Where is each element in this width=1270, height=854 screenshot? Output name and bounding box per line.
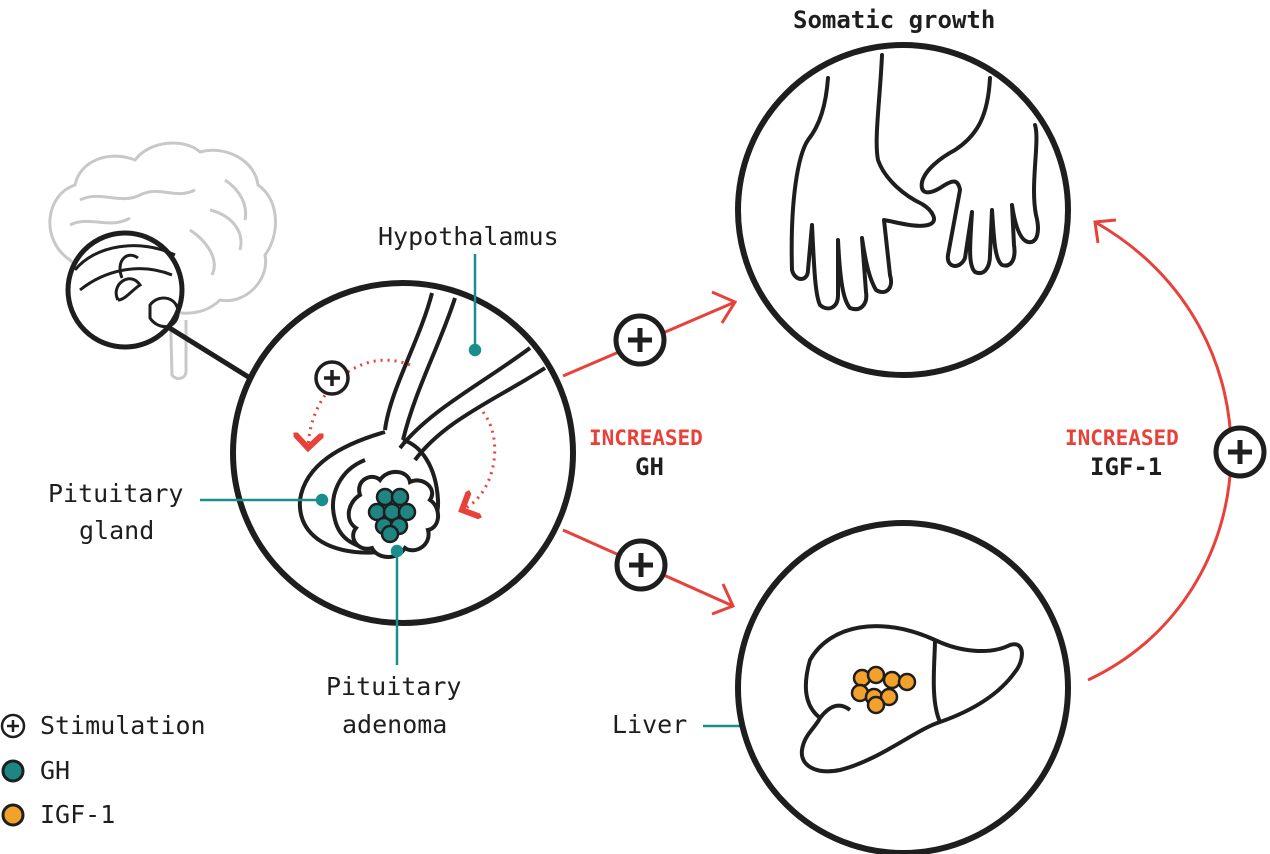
legend-igf1-icon [1, 803, 25, 827]
increased-gh-word: INCREASED [589, 426, 703, 450]
gh-cell-cluster [367, 487, 417, 544]
igf1-cell [866, 695, 886, 715]
gh-cell [390, 487, 410, 507]
pituitary-gland-label-line1: Pituitary [48, 479, 184, 508]
stimulation-icon-pituitary [314, 360, 350, 396]
legend-gh-label: GH [40, 756, 71, 785]
stimulation-icon-top [613, 313, 667, 367]
feedback-arrow-left [308, 358, 411, 448]
brain-section-icon [73, 244, 180, 329]
increased-gh-hormone: GH [635, 453, 664, 481]
igf1-feedback-arc [1087, 220, 1233, 682]
igf1-cell [897, 672, 917, 692]
stimulation-icon-arc [1213, 425, 1267, 479]
stimulation-icon-bottom [614, 538, 668, 592]
hypothalamus-label: Hypothalamus [378, 222, 559, 251]
pituitary-adenoma-label-line1: Pituitary [326, 672, 462, 701]
increased-igf1-word: INCREASED [1065, 426, 1179, 450]
zoom-connector-line [166, 324, 252, 381]
pituitary-gland-label-line2: gland [79, 516, 155, 545]
igf1-cell [882, 670, 902, 690]
legend-igf1-label: IGF-1 [40, 800, 116, 829]
gh-cell [380, 524, 400, 544]
igf1-arc-arrowhead [1093, 218, 1117, 244]
somatic-growth-title: Somatic growth [793, 6, 996, 34]
gh-cell [375, 487, 395, 507]
legend-stimulation-label: Stimulation [40, 711, 206, 740]
legend-gh-icon [1, 759, 25, 783]
igf1-cell [866, 665, 886, 685]
gh-cell [397, 502, 417, 522]
pituitary-circle [230, 280, 576, 626]
legend-stimulation-icon [0, 713, 26, 739]
somatic-growth-circle [735, 42, 1071, 378]
increased-igf1-hormone: IGF-1 [1090, 453, 1163, 481]
pituitary-adenoma-label-line2: adenoma [342, 710, 448, 739]
igf1-cell-cluster [850, 665, 917, 715]
liver-label: Liver [612, 710, 688, 739]
igf1-cell [879, 687, 899, 707]
liver-icon [799, 624, 1024, 774]
feedback-arrow-right [462, 411, 497, 510]
brain-zoom-circle [65, 230, 185, 350]
hands-icon [789, 53, 1040, 312]
